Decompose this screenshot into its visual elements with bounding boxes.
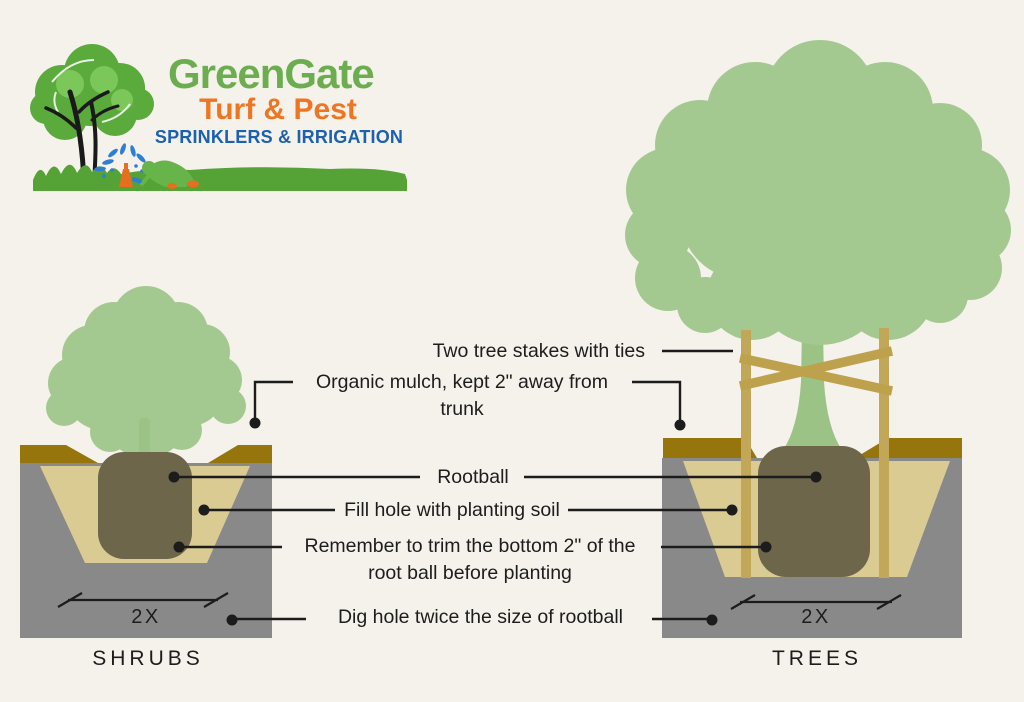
stake-tie-descending [738,353,894,396]
callout-dot-rootball-left [168,471,180,483]
logo-grass [33,164,407,191]
callout-dots [168,417,822,626]
logo-tree-foliage [30,44,154,140]
label-fill-hole: Fill hole with planting soil [344,499,560,521]
shrub-mulch-right [208,445,272,463]
tree-dimension-line [730,594,902,610]
callout-dot-dig-left [226,614,238,626]
shrub-dimension-line [57,592,229,608]
callout-lines [178,349,812,621]
logo-tagline-text: SPRINKLERS & IRRIGATION [154,127,404,147]
stake-ties [738,346,894,396]
tree-trunk [783,275,842,450]
callout-dot-mulch-left [249,417,261,429]
callout-dot-mulch-right [674,419,686,431]
callout-dot-fill-right [726,504,738,516]
callout-dot-rootball-right [810,471,822,483]
logo-art [30,44,407,191]
callout-dot-fill-left [198,504,210,516]
stake-right [879,328,889,578]
shrub-rootball [98,452,192,559]
logo-foliage-swirl [51,59,131,123]
callout-line-mulch-right [632,380,682,421]
shrub-dimension-label: 2X [131,606,161,628]
tree-mulch-right [855,438,962,458]
shrub-diagram [20,286,272,638]
logo-tree-foliage-highlight [56,66,133,111]
tree-caption: TREES [771,647,862,670]
logo-person [132,160,199,189]
stake-left [741,330,751,578]
label-rootball: Rootball [437,466,509,488]
callout-line-mulch-left [253,380,293,420]
callout-dot-trim-right [760,541,772,553]
tree-mulch-left [663,438,757,458]
tree-dimension-label: 2X [801,606,831,628]
logo-sprinkler [119,163,133,187]
label-dig-hole: Dig hole twice the size of rootball [337,606,624,628]
logo-water-spray [94,143,146,178]
logo-brand-text: GreenGate [168,50,375,97]
shrub-mulch-left [20,445,98,463]
shrub-caption: SHRUBS [92,647,204,670]
logo-subbrand-text: Turf & Pest [199,93,357,126]
stake-tie-ascending [738,346,894,391]
callout-dot-dig-right [706,614,718,626]
label-trim-rootball: Remember to trim the bottom 2" of the ro… [304,535,636,584]
shrub-canopy [46,286,246,458]
tree-canopy [625,40,1011,345]
callout-dot-trim-left [173,541,185,553]
label-organic-mulch: Organic mulch, kept 2" away from trunk [316,371,608,420]
shrub-trunk [139,418,150,456]
tree-diagram [625,40,1011,638]
label-tree-stakes: Two tree stakes with ties [432,340,645,362]
tree-rootball [758,446,870,577]
tree-stakes [741,328,889,578]
